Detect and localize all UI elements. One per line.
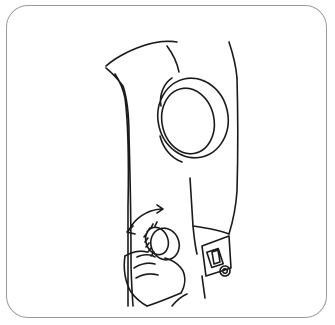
hand-turning-dial — [124, 251, 187, 306]
power-switch-panel — [202, 236, 231, 298]
handwheel — [150, 72, 235, 165]
stitch-dial-knob — [142, 222, 184, 264]
illustration-frame — [6, 5, 327, 318]
sewing-machine-illustration — [7, 6, 327, 318]
machine-body-outline — [106, 41, 238, 306]
